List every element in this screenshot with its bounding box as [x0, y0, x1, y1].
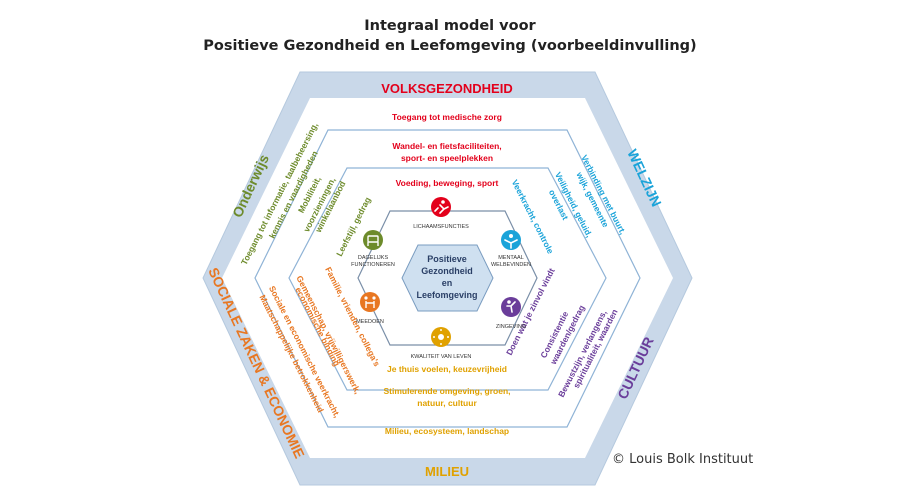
copyright-notice: © Louis Bolk Instituut — [612, 452, 754, 467]
top-inner: Voeding, beweging, sport — [396, 178, 499, 188]
label-lichaamsfuncties: LICHAAMSFUNCTIES — [413, 224, 469, 230]
bottom-middle-2: natuur, cultuur — [417, 398, 477, 408]
center-line-1: Positieve — [427, 254, 467, 264]
dimension-hexagon — [357, 210, 538, 346]
label-dagelijks-2: FUNCTIONEREN — [351, 262, 395, 268]
sector-milieu: MILIEU — [425, 464, 469, 479]
top-middle-2: sport- en speelplekken — [401, 153, 493, 163]
ring-2-hexagon — [254, 129, 641, 428]
center-line-3: en — [442, 278, 453, 288]
title-line-1: Integraal model voor — [364, 18, 536, 34]
label-mentaal-2: WELBEVINDEN — [491, 262, 531, 268]
label-zingeving: ZINGEVING — [496, 324, 526, 330]
top-middle-1: Wandel- en fietsfaciliteiten, — [392, 141, 501, 151]
lichaamsfuncties-icon — [431, 197, 451, 217]
label-dagelijks-1: DAGELIJKS — [358, 255, 389, 261]
mentaal-welbevinden-icon — [501, 230, 521, 250]
label-kwaliteit: KWALITEIT VAN LEVEN — [411, 354, 472, 360]
label-mentaal-1: MENTAAL — [498, 255, 524, 261]
title-line-2: Positieve Gezondheid en Leefomgeving (vo… — [203, 38, 697, 54]
dagelijks-functioneren-icon — [363, 230, 383, 250]
sector-volksgezondheid: VOLKSGEZONDHEID — [381, 81, 512, 96]
center-hexagon — [401, 244, 494, 312]
top-outer: Toegang tot medische zorg — [392, 112, 502, 122]
bottom-middle-1: Stimulerende omgeving, groen, — [383, 386, 510, 396]
meedoen-icon — [360, 292, 380, 312]
zingeving-icon — [501, 297, 521, 317]
kwaliteit-van-leven-icon — [431, 327, 451, 347]
center-line-2: Gezondheid — [421, 266, 473, 276]
bottom-outer: Milieu, ecosysteem, landschap — [385, 426, 509, 436]
center-line-4: Leefomgeving — [416, 290, 477, 300]
bottom-inner: Je thuis voelen, keuzevrijheid — [387, 364, 507, 374]
ring-3-hexagon — [288, 167, 607, 391]
label-meedoen: MEEDOEN — [356, 319, 384, 325]
